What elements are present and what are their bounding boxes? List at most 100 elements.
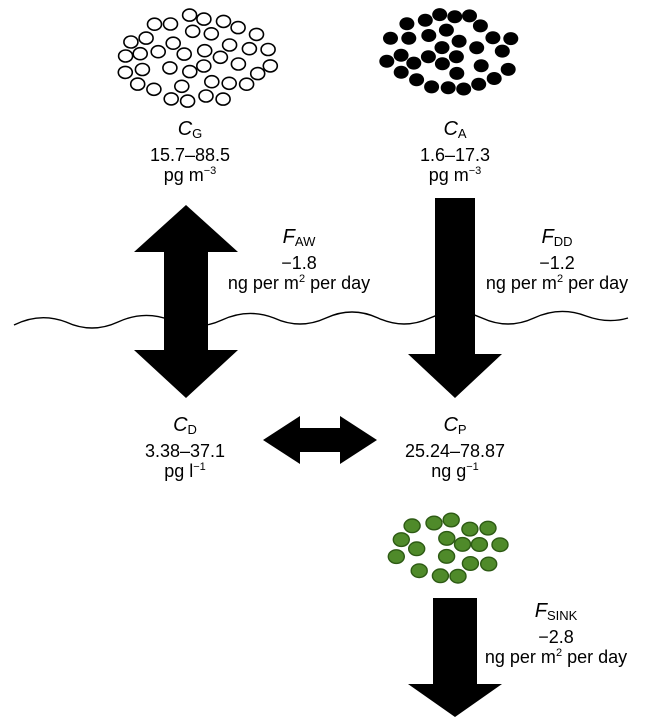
air-water-exchange-arrow <box>134 205 238 398</box>
sinking-particle <box>461 556 480 572</box>
sinking-particle <box>442 512 460 528</box>
gas-particle <box>221 38 238 52</box>
sinking-particle <box>453 536 472 552</box>
particulate-concentration-unit: ng g−1 <box>431 461 479 481</box>
sinking-particle <box>461 521 479 537</box>
sinking-flux-value: −2.8 <box>538 627 574 647</box>
aerosol-concentration-range: 1.6–17.3 <box>419 145 491 165</box>
gas-particle <box>215 14 232 29</box>
gas-particle <box>129 77 146 91</box>
gas-particle <box>198 89 214 103</box>
sinking-particle <box>470 537 489 553</box>
dissolved-symbol: CD <box>173 414 197 437</box>
gas-particle <box>163 92 179 106</box>
aerosol-particle <box>456 82 472 96</box>
dry-deposition-arrow <box>408 198 502 398</box>
aerosol-particle <box>406 56 422 70</box>
gas-particle <box>138 31 154 45</box>
gas-particle <box>212 50 229 65</box>
gas-particle <box>162 17 179 31</box>
aerosol-particle <box>447 10 463 24</box>
gas-particle <box>162 61 178 75</box>
aerosol-particle <box>399 17 415 31</box>
sinking-particle <box>438 530 456 546</box>
dissolved-concentration-range: 3.38–37.1 <box>144 441 226 461</box>
gas-particle <box>182 64 198 79</box>
gas-symbol: CG <box>177 118 203 141</box>
gas-particle <box>230 20 246 35</box>
aerosol-particle <box>451 34 467 48</box>
gas-particle <box>146 82 162 97</box>
aerosol-particle <box>485 31 501 45</box>
sinking-particle <box>431 568 450 584</box>
aerosol-particle <box>438 23 454 37</box>
aerosol-particle <box>473 59 489 73</box>
aerosol-particle <box>440 81 456 95</box>
gas-particle <box>260 42 276 57</box>
gas-particle <box>184 24 201 39</box>
gas-particle <box>249 66 266 81</box>
gas-particle <box>150 44 166 59</box>
air-water-flux-unit: ng per m2 per day <box>227 273 371 293</box>
sinking-particle <box>491 537 509 553</box>
sinking-particle <box>403 518 421 534</box>
aerosol-particle <box>401 31 417 45</box>
gas-particle <box>238 77 255 91</box>
gas-phase-particles <box>117 8 279 108</box>
aerosol-particle <box>434 57 450 71</box>
aerosol-particle <box>379 54 395 68</box>
sinking-particle <box>387 549 405 565</box>
sinking-particle <box>449 568 467 584</box>
aerosol-particle <box>494 44 510 58</box>
gas-particle <box>165 36 181 51</box>
sinking-flux-label: FSINK −2.8 ng per m2 per day <box>466 600 646 667</box>
sinking-particles <box>387 512 509 584</box>
aerosol-particle <box>434 41 450 55</box>
gas-particle <box>134 62 151 77</box>
gas-particle <box>179 94 196 108</box>
dissolved-concentration-label: CD 3.38–37.1 pg l−1 <box>115 414 255 481</box>
gas-particle <box>215 92 231 106</box>
air-water-flux-label: FAW −1.8 ng per m2 per day <box>204 226 394 293</box>
gas-particle <box>181 8 198 22</box>
dissolved-concentration-unit: pg l−1 <box>164 461 206 481</box>
gas-particle <box>123 35 139 49</box>
gas-particle <box>146 17 163 32</box>
dry-deposition-flux-unit: ng per m2 per day <box>485 273 629 293</box>
sinking-particle <box>480 556 498 572</box>
aerosol-particle <box>503 32 519 46</box>
air-water-flux-symbol: FAW <box>282 226 316 249</box>
gas-particle <box>262 59 279 73</box>
gas-particle <box>176 47 192 61</box>
dry-deposition-flux-value: −1.2 <box>539 253 575 273</box>
sinking-particle <box>410 563 428 579</box>
aerosol-particle <box>421 29 437 42</box>
aerosol-particle <box>448 50 464 64</box>
sinking-flux-unit: ng per m2 per day <box>484 647 628 667</box>
gas-concentration-label: CG 15.7–88.5 pg m−3 <box>120 118 260 185</box>
gas-particle <box>203 26 220 41</box>
sinking-flux-symbol: FSINK <box>534 600 578 623</box>
aerosol-particle <box>409 73 425 87</box>
gas-particle <box>196 59 212 73</box>
dry-deposition-flux-label: FDD −1.2 ng per m2 per day <box>468 226 646 293</box>
particulate-symbol: CP <box>443 414 467 437</box>
aerosol-particle <box>420 50 436 64</box>
sinking-particle <box>392 532 410 548</box>
partitioning-arrow <box>263 416 377 464</box>
water-surface-line <box>13 310 629 329</box>
sinking-particle <box>437 548 456 564</box>
aerosol-particle <box>417 13 433 27</box>
gas-particle <box>248 27 265 42</box>
gas-particle <box>241 41 258 56</box>
gas-particle <box>204 74 220 89</box>
particulate-concentration-range: 25.24–78.87 <box>404 441 506 461</box>
aerosol-particle <box>471 77 487 91</box>
air-water-flux-value: −1.8 <box>281 253 317 273</box>
gas-particle <box>196 12 212 26</box>
aerosol-particle <box>472 19 488 33</box>
sinking-particle <box>425 515 443 531</box>
aerosol-concentration-label: CA 1.6–17.3 pg m−3 <box>385 118 525 185</box>
